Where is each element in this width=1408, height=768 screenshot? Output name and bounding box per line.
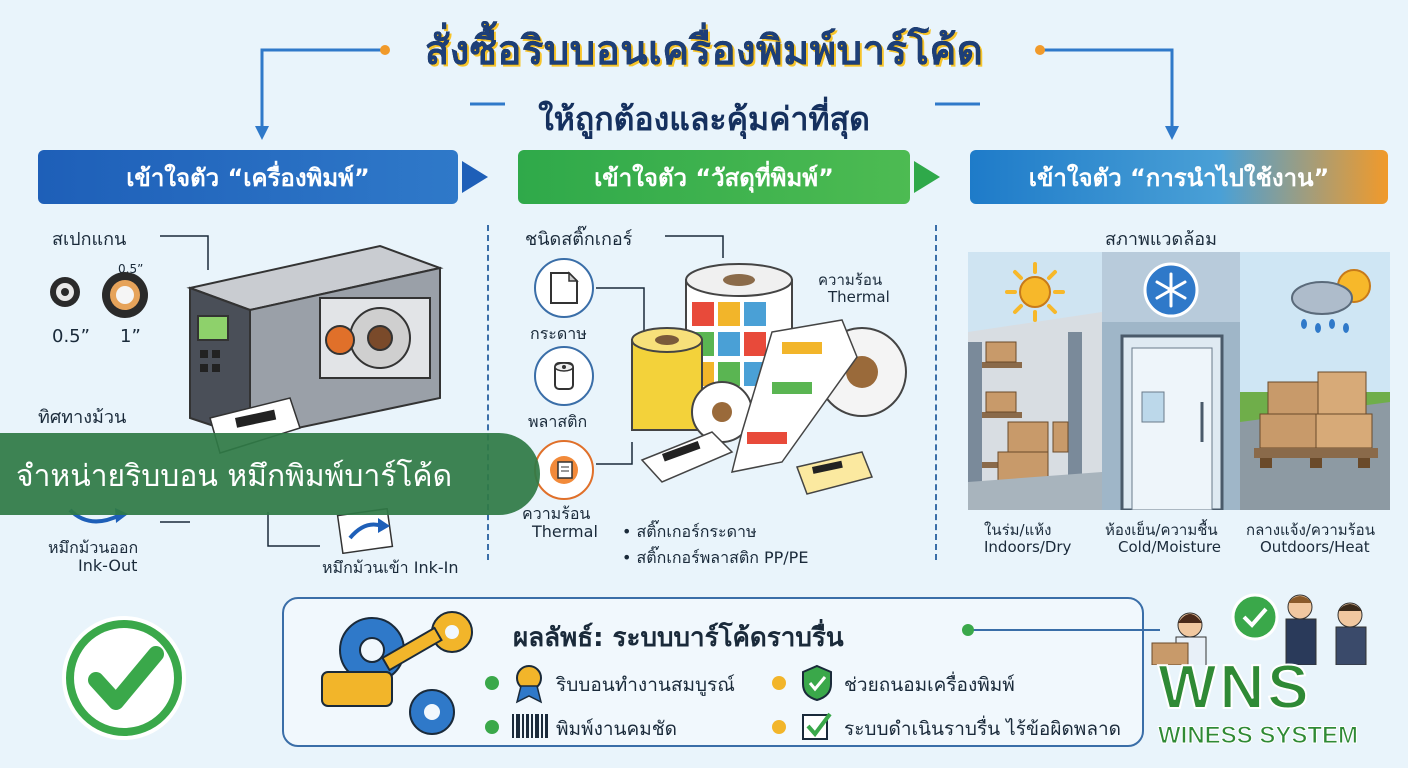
promo-banner-text: จำหน่ายริบบอน หมึกพิมพ์บาร์โค้ด (16, 459, 453, 494)
leader-line (160, 512, 320, 547)
outdoor-en-label: Outdoors/Heat (1260, 538, 1370, 556)
plastic-sticker-bullet: • สติ๊กเกอร์พลาสติก PP/PE (622, 548, 809, 567)
bullet (772, 720, 786, 734)
result-item-3: พิมพ์งานคมชัด (556, 718, 677, 740)
result-item-2: ช่วยถนอมเครื่องพิมพ์ (844, 674, 1015, 696)
plastic-label: พลาสติก (528, 412, 588, 431)
leader-line (160, 235, 209, 270)
ink-out-label: หมึกม้วนออก (48, 538, 139, 557)
winding-label: ทิศทางม้วน (38, 407, 127, 428)
title-connectors (255, 45, 1179, 140)
printer-section-header: เข้าใจตัว “เครื่องพิมพ์” (38, 150, 458, 204)
team-illustration (1151, 593, 1367, 665)
title-line-2: ให้ถูกต้องและคุ้มค่าที่สุด (538, 100, 870, 138)
sun-icon (1005, 262, 1065, 322)
divider (487, 225, 489, 560)
paper-sticker-bullet: • สติ๊กเกอร์กระดาษ (622, 522, 757, 541)
shield-check-icon (802, 664, 832, 702)
promo-banner[interactable] (0, 433, 540, 515)
printer-illustration (186, 244, 444, 454)
leader-line (596, 442, 633, 465)
brand-subtitle: WINESS SYSTEM (1157, 722, 1359, 750)
indoor-en-label: Indoors/Dry (984, 538, 1072, 556)
ink-out-en-label: Ink-Out (78, 556, 138, 575)
result-item-1: ริบบอนทำงานสมบูรณ์ (556, 674, 735, 696)
core-large-label: 1” (120, 326, 141, 347)
check-circle-icon (62, 616, 186, 740)
bullet (485, 676, 499, 690)
paper-label: กระดาษ (530, 324, 587, 343)
material-section-header: เข้าใจตัว “วัสดุที่พิมพ์” (518, 150, 910, 204)
label-rolls-illustration (631, 263, 907, 495)
bullet (772, 676, 786, 690)
barcode-icon (512, 714, 548, 738)
thermal-th-label: ความร้อน (522, 504, 591, 523)
gears-icon (321, 611, 473, 735)
core-small-label: 0.5” (52, 326, 90, 347)
checkbox-icon (802, 712, 832, 740)
page-title: สั่งซื้อริบบอนเครื่องพิมพ์บาร์โค้ด ให้ถู… (0, 18, 1408, 145)
brand-logo: WNS (1157, 652, 1312, 723)
snowflake-icon (1143, 262, 1199, 318)
award-icon (515, 665, 543, 704)
thermal-en-callout: Thermal (828, 288, 890, 306)
core-small-icon (50, 277, 80, 307)
bullet (485, 720, 499, 734)
environment-label: สภาพแวดล้อม (1105, 229, 1217, 250)
ink-in-icon (336, 508, 394, 554)
title-line-1: สั่งซื้อริบบอนเครื่องพิมพ์บาร์โค้ด (424, 28, 984, 74)
cold-th-label: ห้องเย็น/ความชื้น (1105, 521, 1218, 539)
result-connector (962, 624, 1160, 636)
result-title: ผลลัพธ์: ระบบบาร์โค้ดราบรื่น (513, 623, 844, 653)
divider (935, 225, 937, 560)
cold-en-label: Cold/Moisture (1118, 538, 1221, 556)
cloud-rain-icon (1291, 269, 1371, 333)
plastic-icon (534, 346, 594, 406)
usage-section-header: เข้าใจตัว “การนำไปใช้งาน” (970, 150, 1388, 204)
arrow-right-icon (462, 161, 488, 193)
arrow-right-icon (914, 161, 940, 193)
result-item-4: ระบบดำเนินราบรื่น ไร้ข้อผิดพลาด (844, 718, 1121, 740)
indoor-panel (968, 252, 1102, 510)
core-large-icon (102, 272, 148, 318)
indoor-th-label: ในร่ม/แห้ง (984, 521, 1052, 539)
thermal-icon (534, 440, 594, 500)
leader-line (665, 235, 724, 258)
sticker-type-label: ชนิดสติ๊กเกอร์ (525, 229, 633, 250)
core-spec-label: สเปกแกน (52, 229, 127, 250)
thermal-en-label: Thermal (532, 522, 598, 541)
thermal-th-callout: ความร้อน (818, 271, 883, 289)
ink-in-label: หมึกม้วนเข้า Ink-In (322, 558, 459, 577)
paper-icon (534, 258, 594, 318)
outdoor-th-label: กลางแจ้ง/ความร้อน (1246, 521, 1375, 539)
